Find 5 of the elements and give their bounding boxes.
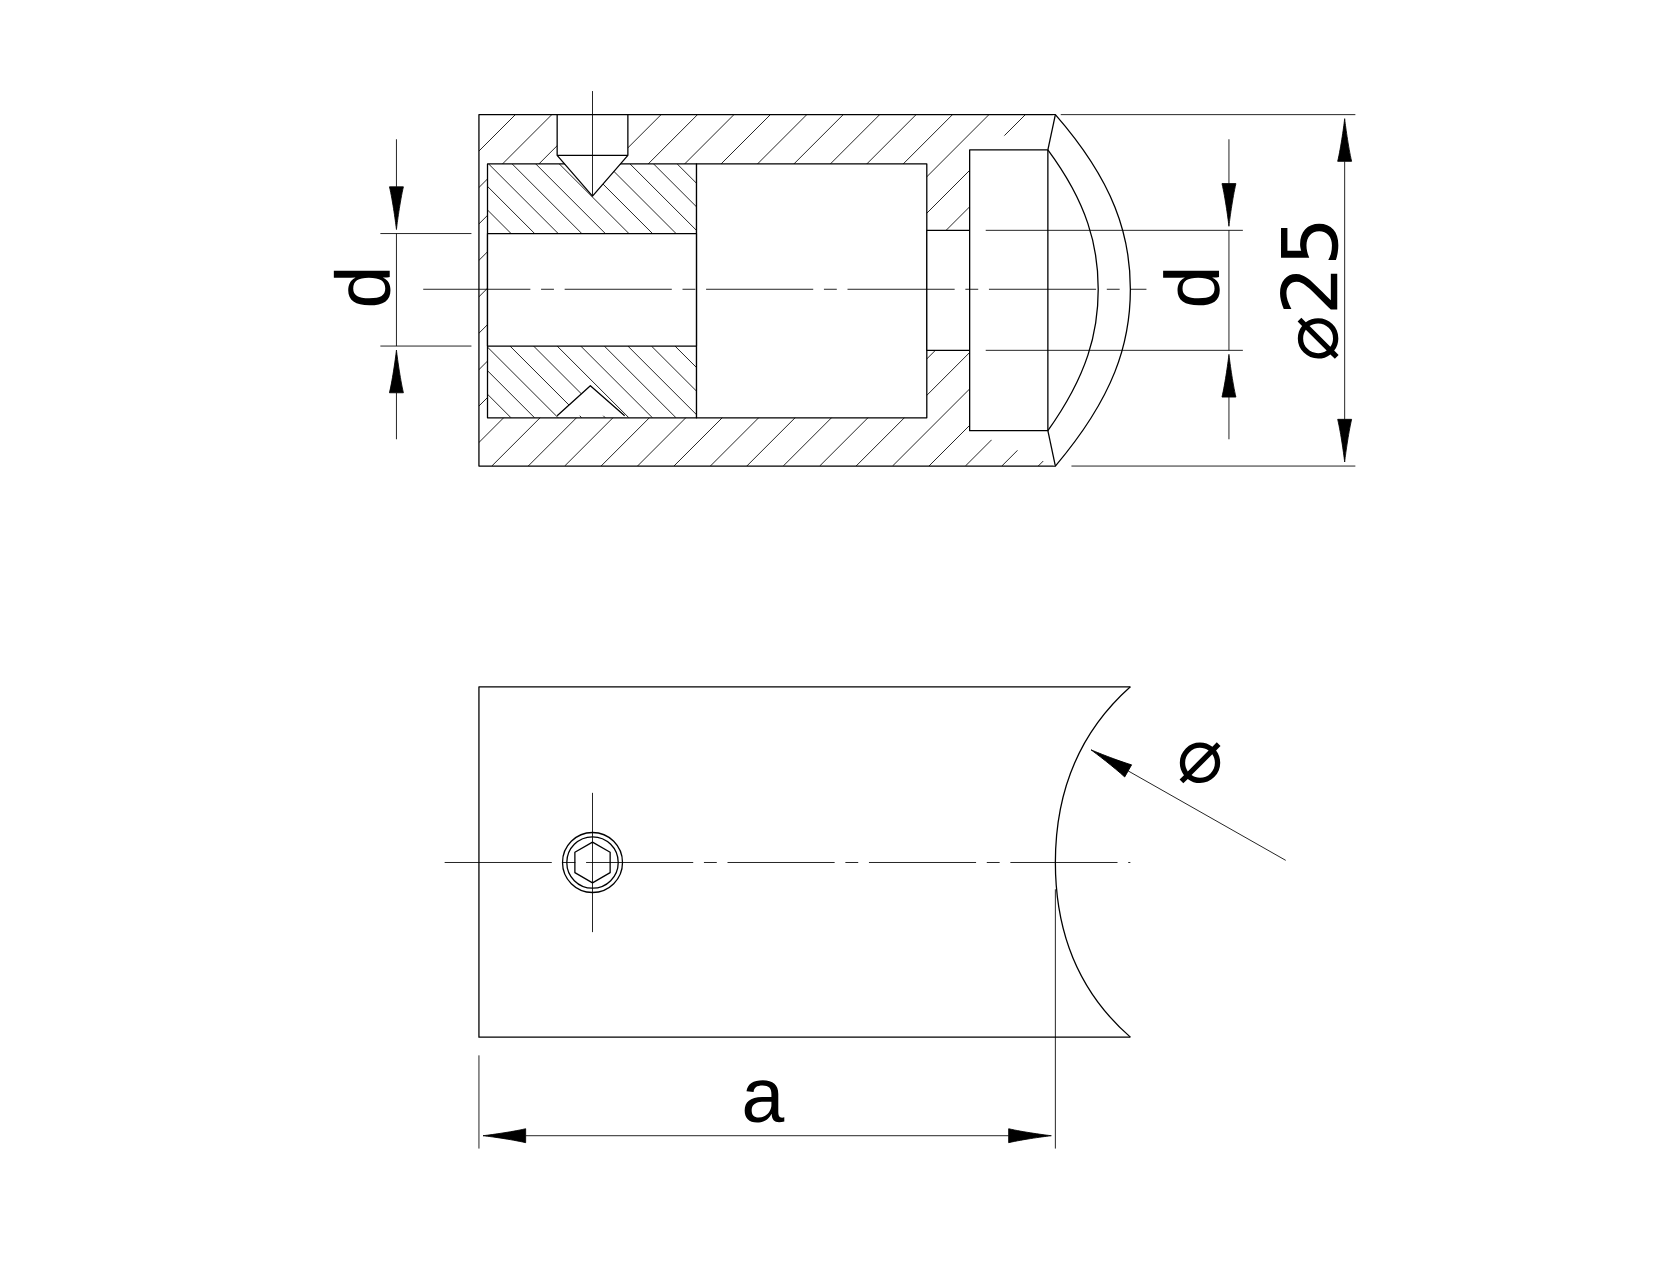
dimension-label: d [333, 270, 391, 306]
dimension-label: d [1163, 270, 1220, 306]
dimension-label: a [744, 1080, 785, 1123]
dimension-label: ⌀25 [1280, 223, 1339, 359]
dimension-label: ⌀ [1179, 742, 1221, 784]
